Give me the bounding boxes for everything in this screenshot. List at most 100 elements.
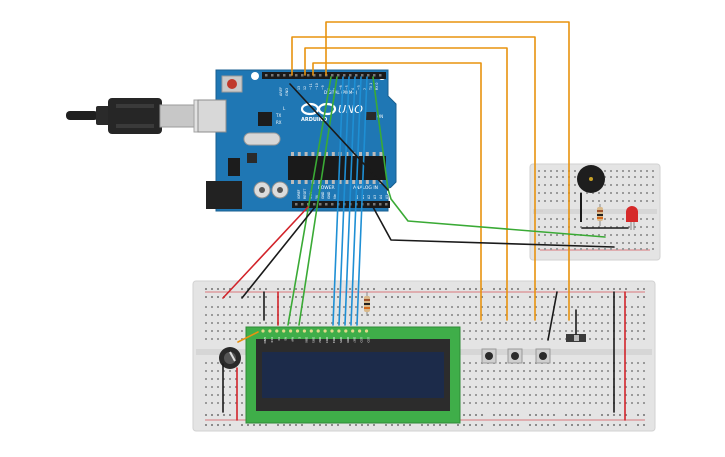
hole xyxy=(301,288,303,290)
hole xyxy=(217,386,219,388)
hole xyxy=(439,424,441,426)
hole xyxy=(616,170,618,172)
hole xyxy=(517,378,519,380)
hole xyxy=(646,192,648,194)
hole xyxy=(553,414,555,416)
hole xyxy=(652,170,654,172)
hole xyxy=(553,386,555,388)
hole xyxy=(535,288,537,290)
hole xyxy=(589,414,591,416)
chip-leg xyxy=(291,152,294,156)
digital-pin-label: 4 xyxy=(351,88,355,90)
hole xyxy=(535,414,537,416)
hole xyxy=(595,386,597,388)
hole xyxy=(622,184,624,186)
hole xyxy=(469,338,471,340)
hole xyxy=(385,424,387,426)
hole xyxy=(625,370,627,372)
analog-pin-label: A2 xyxy=(367,195,371,199)
hole xyxy=(403,314,405,316)
lcd-pin-label: RS xyxy=(284,337,288,341)
hole xyxy=(628,242,630,244)
hole xyxy=(349,424,351,426)
lcd-pin-label: DB4 xyxy=(332,337,336,343)
hole xyxy=(595,378,597,380)
hole xyxy=(253,288,255,290)
hole xyxy=(295,296,297,298)
hole xyxy=(625,314,627,316)
hole xyxy=(634,248,636,250)
hole xyxy=(289,424,291,426)
header-pins xyxy=(265,74,388,206)
hole xyxy=(277,288,279,290)
hole xyxy=(223,394,225,396)
hole xyxy=(577,288,579,290)
hole xyxy=(607,424,609,426)
hole xyxy=(469,288,471,290)
aref-label: AREF xyxy=(279,87,283,96)
hole xyxy=(229,306,231,308)
hole xyxy=(550,184,552,186)
lcd-pin-label: DB2 xyxy=(318,337,322,343)
hole xyxy=(481,306,483,308)
hole xyxy=(652,234,654,236)
hole xyxy=(247,306,249,308)
hole xyxy=(571,362,573,364)
hole xyxy=(601,424,603,426)
hole xyxy=(562,176,564,178)
hole xyxy=(511,330,513,332)
hole xyxy=(217,330,219,332)
hole xyxy=(235,322,237,324)
hole xyxy=(361,314,363,316)
hole xyxy=(493,330,495,332)
hole xyxy=(619,288,621,290)
hole xyxy=(559,314,561,316)
hole xyxy=(589,296,591,298)
hole xyxy=(517,314,519,316)
hole xyxy=(241,314,243,316)
hole xyxy=(487,378,489,380)
hole xyxy=(631,306,633,308)
hole xyxy=(574,218,576,220)
hole xyxy=(544,176,546,178)
push-button-3 xyxy=(535,348,551,364)
hole xyxy=(523,370,525,372)
hole xyxy=(337,424,339,426)
chip-leg xyxy=(352,180,356,184)
hole xyxy=(289,306,291,308)
hole xyxy=(463,402,465,404)
small-breadboard xyxy=(529,163,661,261)
hole xyxy=(505,394,507,396)
hole xyxy=(259,424,261,426)
hole xyxy=(445,306,447,308)
hole xyxy=(427,322,429,324)
led-resistor xyxy=(597,204,603,226)
hole xyxy=(241,414,243,416)
lcd-pin-label: VCC xyxy=(270,337,274,343)
hole xyxy=(628,200,630,202)
hole xyxy=(571,306,573,308)
hole xyxy=(217,322,219,324)
hole xyxy=(463,362,465,364)
hole xyxy=(499,378,501,380)
hole xyxy=(205,288,207,290)
hole xyxy=(307,322,309,324)
hole xyxy=(610,242,612,244)
hole xyxy=(550,200,552,202)
hole xyxy=(337,306,339,308)
hole xyxy=(505,414,507,416)
hole xyxy=(541,296,543,298)
hole xyxy=(505,370,507,372)
hole xyxy=(493,370,495,372)
hole xyxy=(499,414,501,416)
hole xyxy=(541,314,543,316)
hole xyxy=(529,394,531,396)
hole xyxy=(604,218,606,220)
hole xyxy=(601,322,603,324)
hole xyxy=(547,306,549,308)
hole xyxy=(610,248,612,250)
hole xyxy=(592,248,594,250)
hole xyxy=(217,288,219,290)
chip-leg xyxy=(318,152,322,156)
